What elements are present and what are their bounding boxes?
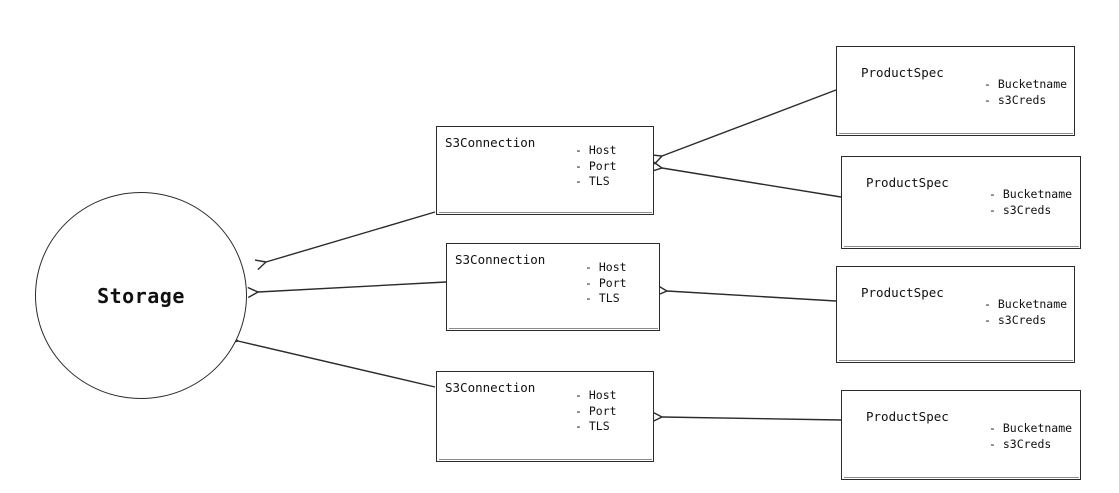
- attr-host: - Host: [585, 260, 627, 274]
- arrow-productspec4-to-s3connection3: [651, 411, 842, 423]
- arrow-productspec3-to-s3connection2: [656, 284, 837, 302]
- productspec-attrs: - Bucketname - s3Creds: [989, 421, 1072, 452]
- s3connection-label: S3Connection: [455, 252, 546, 267]
- productspec-label: ProductSpec: [866, 409, 949, 424]
- attr-port: - Port: [585, 275, 627, 290]
- arrow-productspec2-to-s3connection1: [651, 160, 842, 198]
- s3connection-node-3: S3Connection - Host - Port - TLS: [436, 371, 654, 462]
- attr-port: - Port: [575, 403, 617, 418]
- attr-s3creds: - s3Creds: [989, 436, 1052, 451]
- attr-port: - Port: [575, 158, 617, 173]
- attr-bucketname: - Bucketname: [989, 187, 1073, 201]
- storage-label: Storage: [97, 283, 185, 308]
- attr-host: - Host: [575, 388, 617, 402]
- attr-tls: - TLS: [585, 291, 620, 306]
- productspec-label: ProductSpec: [861, 65, 944, 80]
- s3connection-node-2: S3Connection - Host - Port - TLS: [446, 243, 660, 331]
- attr-bucketname: - Bucketname: [989, 421, 1073, 435]
- attr-bucketname: - Bucketname: [984, 77, 1068, 91]
- arrow-s3connection3-to-storage: [226, 333, 436, 388]
- productspec-attrs: - Bucketname - s3Creds: [989, 187, 1072, 218]
- s3connection-attrs: - Host - Port - TLS: [585, 260, 627, 307]
- productspec-node-3: ProductSpec - Bucketname - s3Creds: [836, 266, 1075, 363]
- storage-node: Storage: [35, 192, 247, 399]
- arrow-s3connection2-to-storage: [247, 281, 447, 299]
- productspec-label: ProductSpec: [861, 285, 944, 300]
- productspec-node-4: ProductSpec - Bucketname - s3Creds: [841, 390, 1081, 480]
- attr-tls: - TLS: [575, 174, 610, 189]
- s3connection-attrs: - Host - Port - TLS: [575, 388, 617, 435]
- attr-host: - Host: [575, 143, 617, 157]
- attr-bucketname: - Bucketname: [984, 297, 1068, 311]
- productspec-attrs: - Bucketname - s3Creds: [984, 77, 1067, 108]
- s3connection-node-1: S3Connection - Host - Port - TLS: [436, 126, 654, 215]
- arrow-productspec1-to-s3connection1: [650, 89, 837, 165]
- s3connection-attrs: - Host - Port - TLS: [575, 143, 617, 190]
- attr-s3creds: - s3Creds: [984, 92, 1047, 107]
- arrow-s3connection1-to-storage: [254, 211, 436, 271]
- productspec-label: ProductSpec: [866, 175, 949, 190]
- productspec-node-2: ProductSpec - Bucketname - s3Creds: [841, 156, 1081, 249]
- productspec-attrs: - Bucketname - s3Creds: [984, 297, 1067, 328]
- attr-tls: - TLS: [575, 419, 610, 434]
- attr-s3creds: - s3Creds: [984, 312, 1047, 327]
- attr-s3creds: - s3Creds: [989, 202, 1052, 217]
- s3connection-label: S3Connection: [445, 380, 536, 395]
- s3connection-label: S3Connection: [445, 135, 536, 150]
- productspec-node-1: ProductSpec - Bucketname - s3Creds: [836, 46, 1075, 136]
